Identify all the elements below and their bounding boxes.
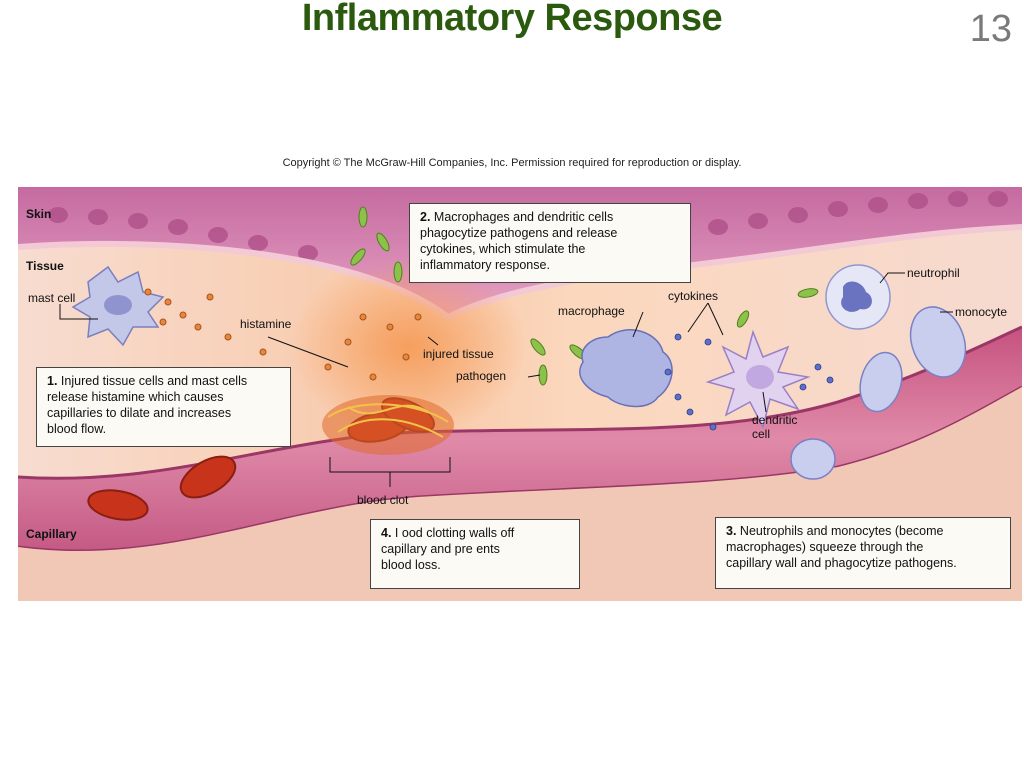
macrophage [579, 329, 673, 408]
callout-step-1: 1. Injured tissue cells and mast cells r… [36, 367, 291, 447]
callout-step-4-text: I ood clotting walls off capillary and p… [381, 526, 515, 572]
callout-step-4: 4. I ood clotting walls off capillary an… [370, 519, 580, 589]
callout-step-2-number: 2. [420, 210, 431, 224]
capillary-wall-bottom [18, 385, 1022, 553]
slide-number: 13 [969, 8, 1012, 50]
mast-cell [71, 265, 165, 347]
slide-title: Inflammatory Response [301, 0, 723, 39]
label-macrophage: macrophage [558, 304, 625, 318]
blood-clot [322, 395, 454, 455]
skin-cells [48, 191, 1008, 261]
callout-step-2-text: Macrophages and dendritic cells phagocyt… [420, 210, 618, 272]
callout-step-1-text: Injured tissue cells and mast cells rele… [47, 374, 248, 436]
injury-glow [288, 257, 528, 437]
label-monocyte: monocyte [955, 305, 1008, 319]
neutrophil [825, 264, 891, 330]
callout-step-1-number: 1. [47, 374, 58, 388]
callout-step-3-text: Neutrophils and monocytes (become macrop… [726, 524, 957, 570]
label-mast-cell: mast cell [28, 291, 76, 305]
label-dendritic-cell: dendritic cell [752, 413, 798, 441]
region-label-skin: Skin [26, 207, 52, 221]
region-label-tissue: Tissue [26, 259, 64, 273]
label-pathogen: pathogen [456, 369, 507, 383]
label-cytokines: cytokines [668, 289, 719, 303]
monocytes [790, 306, 967, 480]
callout-step-2: 2. Macrophages and dendritic cells phago… [409, 203, 691, 283]
dendritic-cell [705, 329, 811, 430]
label-neutrophil: neutrophil [907, 266, 960, 280]
copyright-notice: Copyright © The McGraw-Hill Companies, I… [282, 157, 742, 169]
inflammation-illustration: Skin Tissue Capillary mast cell histamin… [18, 187, 1022, 601]
cytokines [664, 333, 834, 431]
label-histamine: histamine [240, 317, 292, 331]
region-label-capillary: Capillary [26, 527, 77, 541]
label-injured-tissue: injured tissue [423, 347, 494, 361]
callout-step-3: 3. Neutrophils and monocytes (become mac… [715, 517, 1011, 589]
capillary-vessel [18, 327, 1022, 552]
callout-step-4-number: 4. [381, 526, 392, 540]
label-blood-clot: blood clot [357, 493, 409, 507]
callout-step-3-number: 3. [726, 524, 737, 538]
pathogens [350, 206, 819, 386]
